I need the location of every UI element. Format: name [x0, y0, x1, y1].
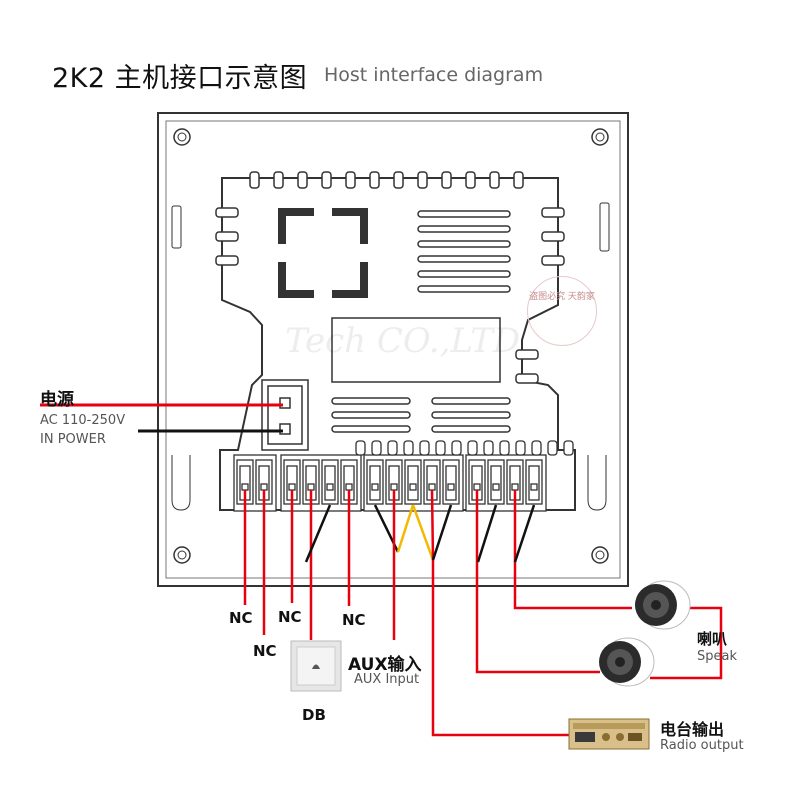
aux-wire — [411, 504, 435, 561]
vent-slots-bottom — [331, 397, 511, 433]
terminal-tooth — [467, 440, 478, 456]
power-label-cn: 电源 — [40, 390, 74, 410]
terminal-tooth — [435, 440, 446, 456]
nc-label: NC — [342, 611, 366, 629]
speaker-wire — [476, 504, 498, 563]
terminal-tooth — [563, 440, 574, 456]
speaker-label-cn: 喇叭 — [697, 630, 728, 648]
center-panel — [331, 317, 501, 383]
radio-wire — [431, 504, 453, 561]
terminal-tooth — [515, 440, 526, 456]
terminal-tooth — [387, 440, 398, 456]
terminal-tooth — [355, 440, 366, 456]
terminal-screw — [390, 483, 398, 491]
radio-wire — [430, 489, 569, 737]
terminal-inner — [324, 465, 336, 501]
terminal-screw — [492, 483, 500, 491]
side-slots — [171, 202, 610, 511]
bracket-square — [278, 208, 368, 298]
power-in-label: IN POWER — [40, 432, 106, 447]
speaker-icon — [599, 637, 655, 687]
speaker-link-wire — [650, 606, 723, 680]
speaker-icon — [635, 580, 691, 630]
terminal-screw — [241, 483, 249, 491]
top-teeth — [249, 171, 524, 189]
speaker-wire — [513, 504, 536, 563]
doorbell-label: DB — [302, 706, 326, 724]
terminal-tooth — [483, 440, 494, 456]
terminal-inner — [407, 465, 419, 501]
terminal-screw — [530, 483, 538, 491]
terminal-tooth — [451, 440, 462, 456]
terminal-tooth — [419, 440, 430, 456]
speaker-wire — [475, 490, 600, 674]
nc-label: NC — [229, 609, 253, 627]
terminal-inner — [445, 465, 457, 501]
page-title: 2K2 主机接口示意图 — [52, 63, 308, 94]
radio-receiver-icon — [568, 718, 650, 750]
terminal-screw — [447, 483, 455, 491]
side-teeth — [215, 207, 565, 384]
terminal-screw — [288, 483, 296, 491]
back-housing — [219, 177, 576, 511]
terminal-tooth — [547, 440, 558, 456]
aux-label-en: AUX Input — [354, 672, 420, 687]
terminal-screw — [307, 483, 315, 491]
wiring — [40, 403, 723, 737]
aux-label-cn: AUX输入 — [348, 655, 422, 675]
terminal-screw — [371, 483, 379, 491]
speaker-label-en: Speak — [697, 649, 737, 664]
terminal-inner — [369, 465, 381, 501]
watermark-stamp: 盗图必究 天韵家 — [527, 276, 597, 346]
terminal-screw — [428, 483, 436, 491]
radio-label-cn: 电台输出 — [660, 720, 725, 739]
terminal-inner — [490, 465, 502, 501]
terminal-screw — [345, 483, 353, 491]
terminal-screw — [473, 483, 481, 491]
screw-icons — [173, 128, 609, 564]
nc-label: NC — [278, 608, 302, 626]
terminal-tooth — [403, 440, 414, 456]
terminal-block — [233, 440, 574, 512]
terminal-screw — [409, 483, 417, 491]
power-connector — [261, 379, 309, 451]
radio-label-en: Radio output — [660, 738, 744, 753]
terminal-tooth — [371, 440, 382, 456]
vent-slots-top — [417, 210, 511, 293]
nc-label: NC — [253, 642, 277, 660]
terminal-screw — [511, 483, 519, 491]
watermark-text: Tech CO.,LTD — [285, 321, 520, 361]
terminal-screw — [260, 483, 268, 491]
aux-wire — [396, 504, 415, 553]
power-voltage-label: AC 110-250V — [40, 413, 126, 428]
terminal-tooth — [531, 440, 542, 456]
terminal-inner — [528, 465, 540, 501]
doorbell-wire — [304, 504, 332, 563]
terminal-tooth — [499, 440, 510, 456]
page-subtitle: Host interface diagram — [324, 64, 544, 86]
doorbell-icon — [290, 640, 342, 692]
speaker-wire — [513, 490, 632, 610]
terminal-screw — [326, 483, 334, 491]
